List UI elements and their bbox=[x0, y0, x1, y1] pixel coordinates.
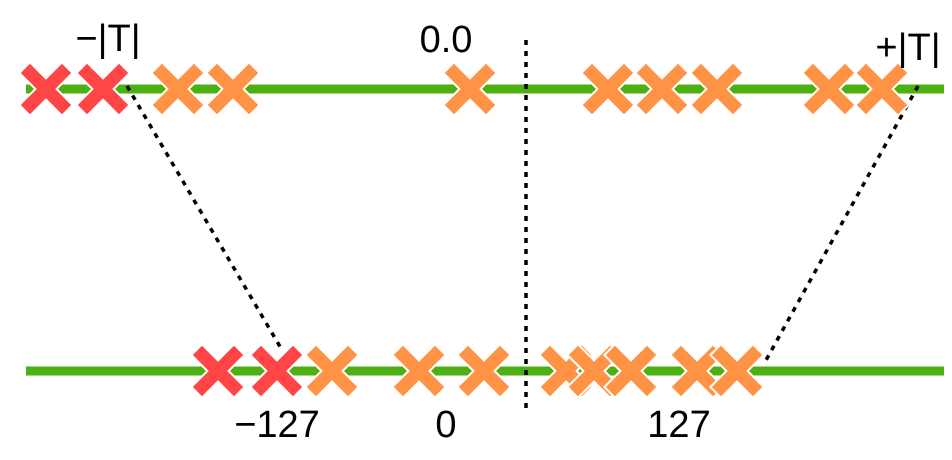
bottom-center-label: 0 bbox=[435, 404, 456, 446]
bottom-axis-markers bbox=[189, 342, 766, 400]
bottom-right-label: 127 bbox=[647, 404, 710, 446]
top-center-label: 0.0 bbox=[420, 19, 473, 61]
top-axis-markers bbox=[17, 60, 911, 118]
right-mapping-line bbox=[763, 85, 920, 363]
x-mark-icon bbox=[17, 60, 75, 118]
x-mark-icon bbox=[565, 342, 623, 400]
x-mark-icon bbox=[149, 60, 207, 118]
x-mark-icon bbox=[579, 60, 637, 118]
x-mark-icon bbox=[853, 60, 911, 118]
x-mark-icon bbox=[390, 342, 448, 400]
x-mark-icon bbox=[248, 342, 306, 400]
top-right-label: +|T| bbox=[875, 27, 940, 69]
x-mark-icon bbox=[633, 60, 691, 118]
x-mark-icon bbox=[74, 60, 132, 118]
x-mark-icon bbox=[455, 342, 513, 400]
x-mark-icon bbox=[708, 342, 766, 400]
bottom-left-label: −127 bbox=[234, 404, 320, 446]
x-mark-icon bbox=[688, 60, 746, 118]
x-mark-icon bbox=[204, 60, 262, 118]
x-mark-icon bbox=[303, 342, 361, 400]
x-mark-icon bbox=[189, 342, 247, 400]
top-left-label: −|T| bbox=[75, 18, 140, 60]
left-mapping-line bbox=[125, 85, 284, 351]
x-mark-icon bbox=[602, 342, 660, 400]
x-mark-icon bbox=[441, 60, 499, 118]
x-mark-icon bbox=[800, 60, 858, 118]
x-mark-icon bbox=[668, 342, 726, 400]
